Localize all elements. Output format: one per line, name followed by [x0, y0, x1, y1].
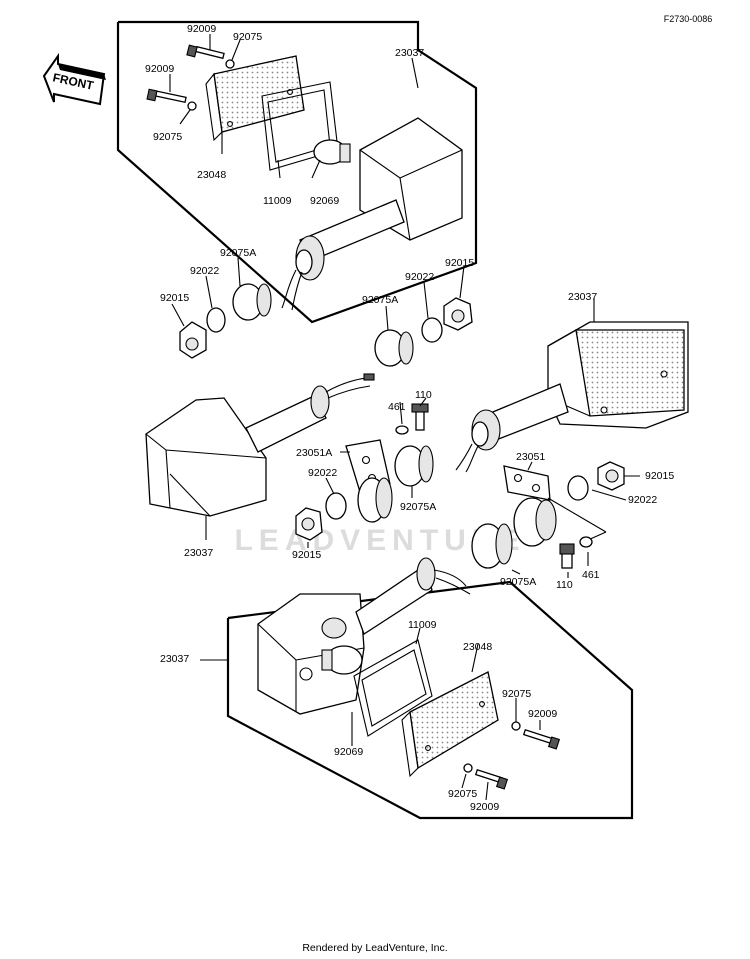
label-92009-b: 92009 — [145, 63, 174, 75]
label-92015-d: 92015 — [645, 470, 674, 482]
washer-92075-b — [187, 101, 197, 111]
label-92009-d: 92009 — [470, 801, 499, 813]
label-92075A-a: 92075A — [220, 247, 256, 259]
label-92022-c: 92022 — [308, 467, 337, 479]
washer-92075-d — [463, 763, 473, 773]
label-110-a: 110 — [415, 389, 432, 401]
label-23037-b: 23037 — [568, 291, 597, 303]
label-11009-a: 11009 — [263, 195, 292, 207]
top-housing — [281, 117, 463, 311]
label-92022-d: 92022 — [628, 494, 657, 506]
label-461-b: 461 — [582, 569, 600, 581]
nut-92015-d — [597, 461, 625, 491]
label-92075A-b: 92075A — [362, 294, 398, 306]
label-92009-a: 92009 — [187, 23, 216, 35]
label-92069-b: 92069 — [334, 746, 363, 758]
washer-92022-c — [325, 492, 347, 520]
bottom-bulb — [321, 645, 363, 675]
label-23051: 23051 — [516, 451, 545, 463]
bottom-gasket — [353, 639, 433, 737]
footer-credit: Rendered by LeadVenture, Inc. — [302, 942, 447, 954]
label-23051A: 23051A — [296, 447, 332, 459]
label-23037-c: 23037 — [184, 547, 213, 559]
label-92015-c: 92015 — [292, 549, 321, 561]
grommet-92075A-b — [374, 329, 414, 367]
screw-92009-c — [522, 728, 561, 750]
screw-92009-a — [186, 44, 225, 60]
label-461-a: 461 — [388, 401, 406, 413]
bolt-110-a — [411, 403, 429, 431]
right-signal-housing — [455, 321, 689, 473]
nut-92015-c — [295, 507, 323, 541]
label-92075A-d: 92075A — [500, 576, 536, 588]
label-23037-a: 23037 — [395, 47, 424, 59]
label-23048-a: 23048 — [197, 169, 226, 181]
washer-92075-a — [225, 59, 235, 69]
label-92075-a: 92075 — [233, 31, 262, 43]
bottom-lens — [401, 671, 499, 778]
washer-92022-d — [567, 475, 589, 501]
label-92015-b: 92015 — [445, 257, 474, 269]
label-110-b: 110 — [556, 579, 573, 591]
nut-92015-a — [179, 321, 207, 359]
label-23048-b: 23048 — [463, 641, 492, 653]
screw-92009-b — [146, 88, 187, 104]
label-92022-b: 92022 — [405, 271, 434, 283]
left-signal-housing — [145, 373, 375, 517]
grommet-92075A-a — [232, 283, 272, 321]
bracket-23051A — [345, 439, 393, 523]
label-92075-b: 92075 — [153, 131, 182, 143]
label-23037-d: 23037 — [160, 653, 189, 665]
label-11009-b: 11009 — [408, 619, 437, 631]
washer-461-b — [579, 536, 593, 548]
screw-92009-d — [474, 768, 509, 790]
label-92075-c: 92075 — [502, 688, 531, 700]
grommet-92075A-d — [471, 523, 513, 569]
label-92075-d: 92075 — [448, 788, 477, 800]
bottom-assembly-border — [226, 580, 634, 820]
top-lens — [205, 55, 305, 142]
label-92009-c: 92009 — [528, 708, 557, 720]
bracket-23051 — [503, 465, 557, 547]
washer-92075-c — [511, 721, 521, 731]
nut-92015-b — [443, 297, 473, 331]
grommet-92075A-c — [394, 445, 434, 487]
top-assembly-border — [116, 20, 478, 324]
bottom-housing — [257, 557, 471, 715]
label-92015-a: 92015 — [160, 292, 189, 304]
front-arrow: FRONT — [42, 52, 106, 106]
label-92069-a: 92069 — [310, 195, 339, 207]
washer-92022-a — [206, 307, 226, 333]
washer-461-a — [395, 425, 409, 435]
top-bulb — [313, 139, 351, 165]
bolt-110-b — [559, 543, 575, 569]
washer-92022-b — [421, 317, 443, 343]
label-92022-a: 92022 — [190, 265, 219, 277]
diagram-code: F2730-0086 — [664, 14, 713, 24]
label-92075A-c: 92075A — [400, 501, 436, 513]
